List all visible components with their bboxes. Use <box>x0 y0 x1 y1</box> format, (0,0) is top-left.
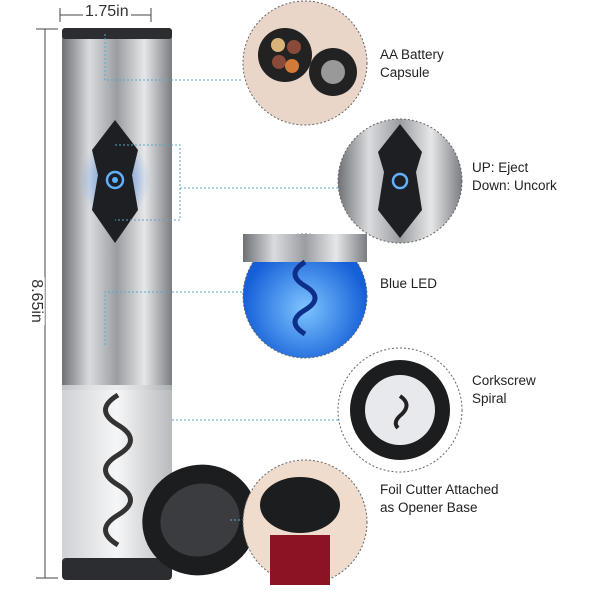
detail-circle-corkscrew <box>337 347 463 473</box>
width-label: 1.75in <box>83 3 131 21</box>
detail-circle-battery <box>242 0 368 126</box>
height-label: 8.65in <box>26 277 45 325</box>
wine-opener-device <box>62 28 258 580</box>
detail-circle-buttons <box>337 118 463 244</box>
detail-circle-led <box>242 233 368 359</box>
feature-label-led: Blue LED <box>380 276 438 291</box>
detail-circle-foil-cutter <box>242 459 368 585</box>
foil-cutter-disk <box>142 464 258 576</box>
leader-lines <box>104 34 338 521</box>
height-dimension-line <box>36 28 58 579</box>
